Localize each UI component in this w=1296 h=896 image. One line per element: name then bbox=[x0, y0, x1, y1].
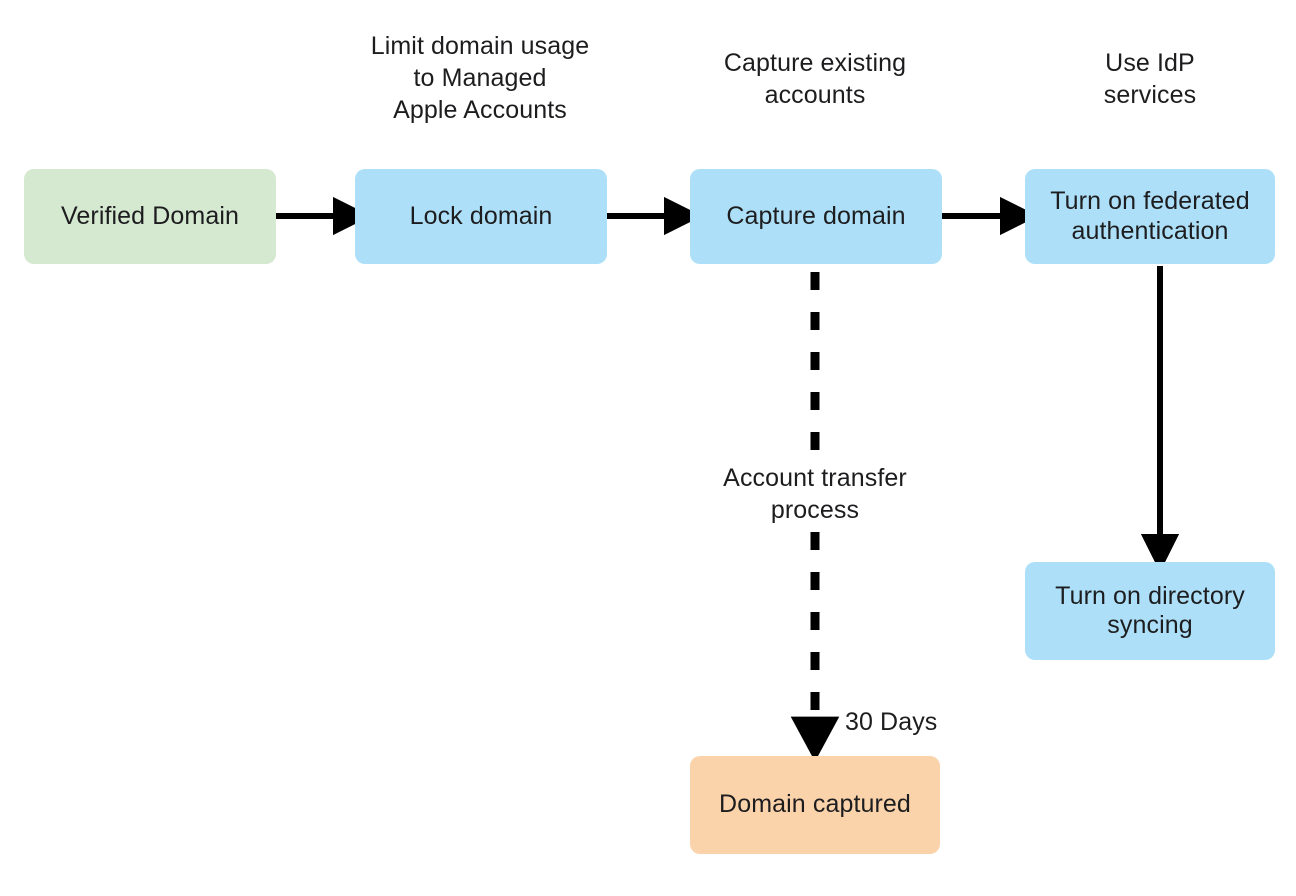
edge-label-account-transfer-process: Account transfer process bbox=[723, 464, 907, 524]
node-domain-captured[interactable]: Domain captured bbox=[690, 756, 940, 854]
node-capture-domain[interactable]: Capture domain bbox=[690, 169, 942, 264]
node-verified-domain[interactable]: Verified Domain bbox=[24, 169, 276, 264]
caption-federated-auth: Use IdP services bbox=[1103, 49, 1197, 109]
caption-lock-domain: Limit domain usage to Managed Apple Acco… bbox=[370, 32, 590, 124]
caption-capture-domain: Capture existing accounts bbox=[723, 49, 907, 109]
node-turn-on-federated-authentication[interactable]: Turn on federated authentication bbox=[1025, 169, 1275, 264]
node-turn-on-directory-syncing[interactable]: Turn on directory syncing bbox=[1025, 562, 1275, 660]
edge-label-30-days: 30 Days bbox=[845, 708, 938, 736]
node-lock-domain[interactable]: Lock domain bbox=[355, 169, 607, 264]
